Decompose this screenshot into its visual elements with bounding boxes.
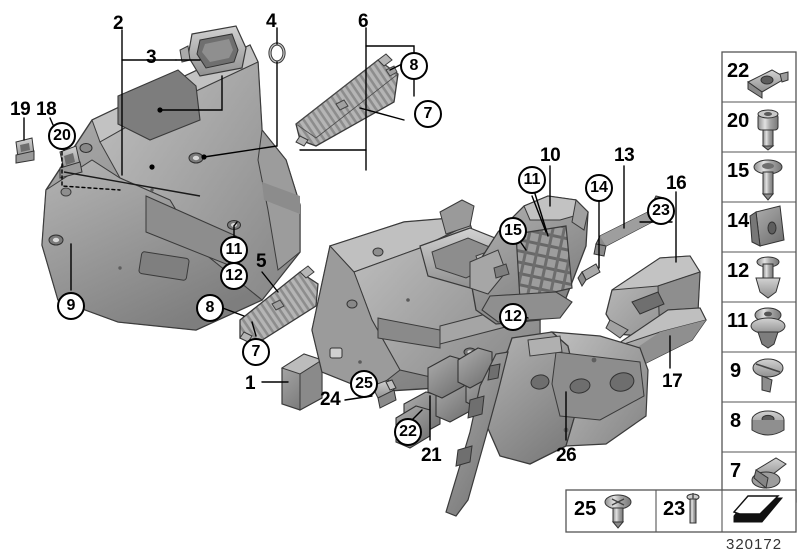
legend-item-label-20: 20 <box>727 110 750 132</box>
callout-11-right[interactable]: 11 <box>518 166 546 194</box>
callout-17[interactable]: 17 <box>662 371 683 392</box>
callout-9[interactable]: 9 <box>57 292 85 320</box>
part-mesh-bracket-10 <box>469 195 589 325</box>
legend-item-label-9: 9 <box>730 360 742 382</box>
part-small-clip-19 <box>15 137 35 164</box>
icon-slotted-turn-clip <box>752 358 784 393</box>
callout-15[interactable]: 15 <box>499 217 527 245</box>
legend-item-label-15: 15 <box>727 160 750 182</box>
legend-item-label-12: 12 <box>727 260 750 282</box>
part-left-trunk-trim-panel <box>41 44 301 331</box>
callout-20[interactable]: 20 <box>48 122 76 150</box>
callout-1[interactable]: 1 <box>245 373 256 394</box>
callout-4[interactable]: 4 <box>266 11 277 32</box>
icon-stepped-grommet <box>750 307 786 349</box>
icon-blind-rivet <box>686 493 700 524</box>
icon-bracket-clip <box>749 205 785 247</box>
callout-13[interactable]: 13 <box>614 145 635 166</box>
callout-11-left[interactable]: 11 <box>220 236 248 264</box>
part-end-cap-1 <box>280 353 324 411</box>
callout-21[interactable]: 21 <box>421 445 442 466</box>
icon-hook-clip <box>751 457 787 489</box>
legend-item-label-8: 8 <box>730 410 742 432</box>
legend-bottom-box <box>565 489 797 533</box>
callout-16[interactable]: 16 <box>666 173 687 194</box>
callout-18[interactable]: 18 <box>36 99 57 120</box>
icon-expanding-rivet <box>755 256 781 299</box>
callout-7-top[interactable]: 7 <box>414 100 442 128</box>
callout-22[interactable]: 22 <box>394 418 422 446</box>
callout-24[interactable]: 24 <box>320 389 341 410</box>
icon-pan-head-screw <box>604 494 632 529</box>
icon-dome-rivet <box>753 159 783 201</box>
icon-socket-screw <box>757 109 779 151</box>
callout-8-bottom[interactable]: 8 <box>196 294 224 322</box>
part-grommet-ring <box>268 42 286 64</box>
legend-item-label-7: 7 <box>730 460 742 482</box>
icon-arrow-fold <box>732 495 784 523</box>
callout-25[interactable]: 25 <box>350 370 378 398</box>
legend-bottom-label-25: 25 <box>574 498 597 520</box>
legend-item-label-22: 22 <box>727 60 750 82</box>
part-trim-handle-cap <box>179 25 247 77</box>
callout-2[interactable]: 2 <box>113 13 124 34</box>
callout-5[interactable]: 5 <box>256 251 267 272</box>
icon-washer-grommet <box>751 410 785 436</box>
callout-6[interactable]: 6 <box>358 11 369 32</box>
callout-23[interactable]: 23 <box>647 197 675 225</box>
legend-bottom-label-23: 23 <box>663 498 686 520</box>
callout-7-bottom[interactable]: 7 <box>242 338 270 366</box>
callout-12-right[interactable]: 12 <box>499 303 527 331</box>
diagram-part-number: 320172 <box>726 536 783 553</box>
legend-item-label-11: 11 <box>727 310 749 332</box>
callout-10[interactable]: 10 <box>540 145 561 166</box>
icon-spring-nut <box>747 69 789 99</box>
legend-item-label-14: 14 <box>727 210 750 232</box>
callout-3[interactable]: 3 <box>146 47 157 68</box>
part-angle-clip-14 <box>577 263 601 287</box>
legend-sidebar-box <box>721 51 797 503</box>
callout-12-left[interactable]: 12 <box>220 262 248 290</box>
callout-26[interactable]: 26 <box>556 445 577 466</box>
part-upper-louver-grille <box>295 53 399 147</box>
part-bracket-18 <box>59 145 201 197</box>
callout-14[interactable]: 14 <box>585 174 613 202</box>
callout-8-top[interactable]: 8 <box>400 52 428 80</box>
callout-19[interactable]: 19 <box>10 99 31 120</box>
part-rear-wheel-arch-26 <box>445 331 649 517</box>
